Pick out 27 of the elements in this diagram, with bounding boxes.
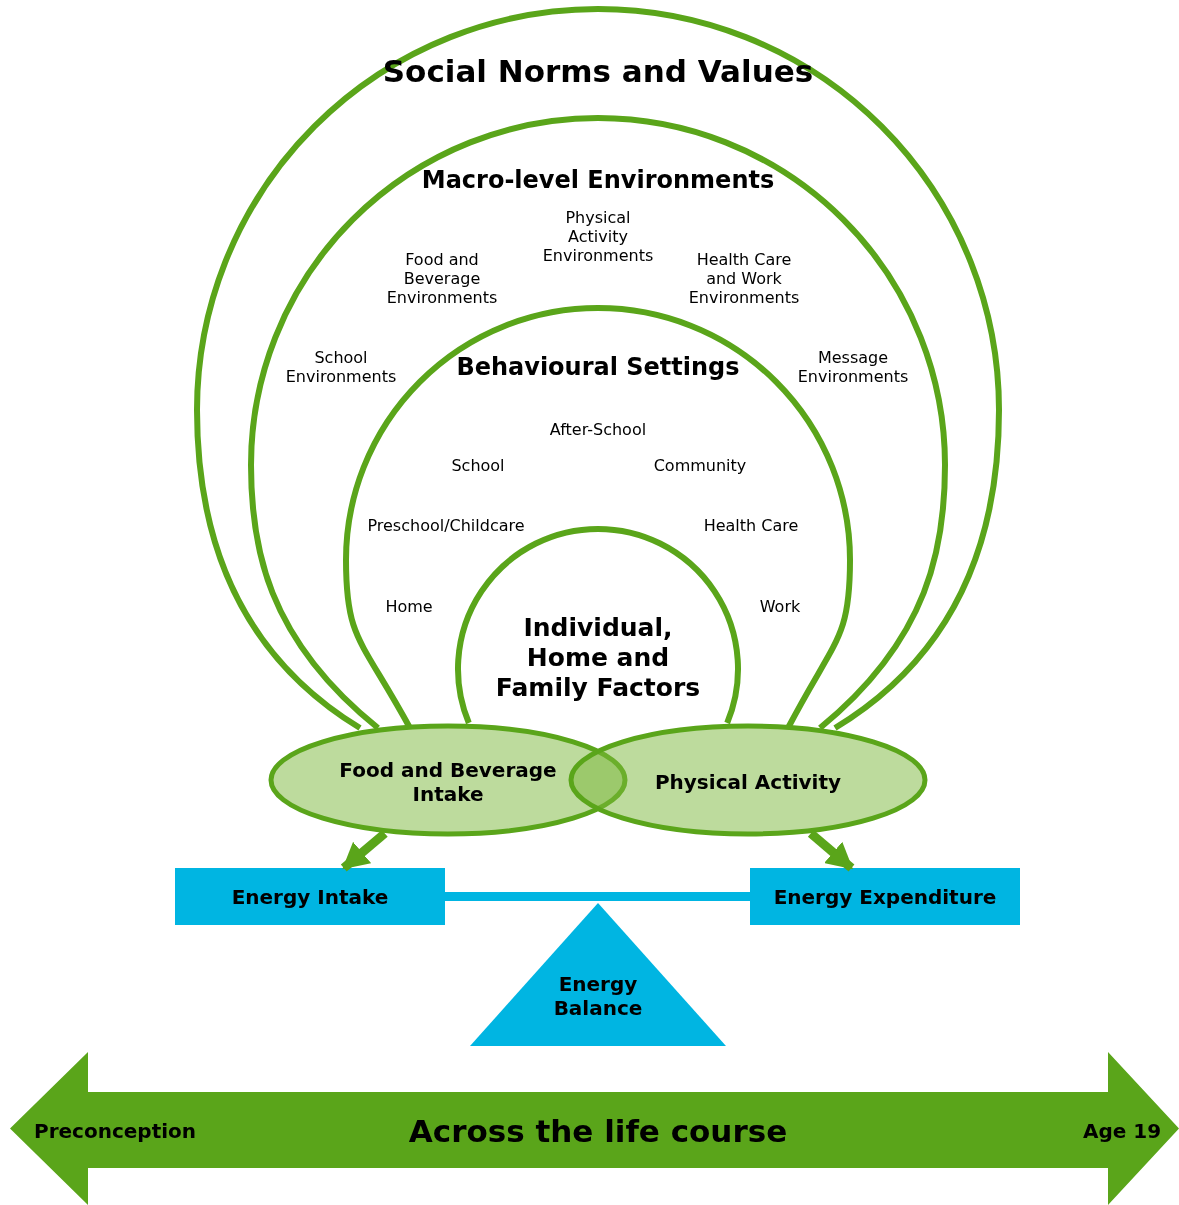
setting-label: Health Care and Work Environments [687, 250, 801, 308]
setting-label: Health Care [702, 516, 800, 536]
setting-label: Work [758, 597, 802, 617]
triangle-label: Energy Balance [552, 972, 644, 1020]
setting-label: After-School [548, 420, 648, 440]
setting-label: Food and Beverage Environments [385, 250, 499, 308]
arch-heading: Behavioural Settings [455, 352, 741, 382]
box-label: Energy Intake [230, 885, 390, 909]
setting-label: School [450, 456, 506, 476]
ellipse-label: Food and Beverage Intake [338, 758, 558, 806]
box-label: Energy Expenditure [772, 885, 998, 909]
circle-label: Individual, Home and Family Factors [494, 613, 702, 703]
arrow [807, 830, 855, 872]
setting-label: School Environments [284, 347, 398, 387]
setting-label: Home [384, 597, 434, 617]
setting-label: Community [652, 456, 748, 476]
timeline-label: Age 19 [1081, 1119, 1163, 1143]
connector-line [445, 892, 750, 901]
timeline-label: Preconception [32, 1119, 198, 1143]
arch-heading: Macro-level Environments [420, 165, 776, 195]
ellipse-label: Physical Activity [653, 770, 843, 794]
arch-heading: Social Norms and Values [381, 53, 815, 91]
setting-label: Preschool/Childcare [366, 516, 526, 536]
arrow [340, 829, 388, 872]
setting-label: Message Environments [796, 347, 910, 387]
timeline-title: Across the life course [407, 1113, 789, 1151]
setting-label: Physical Activity Environments [541, 208, 655, 266]
